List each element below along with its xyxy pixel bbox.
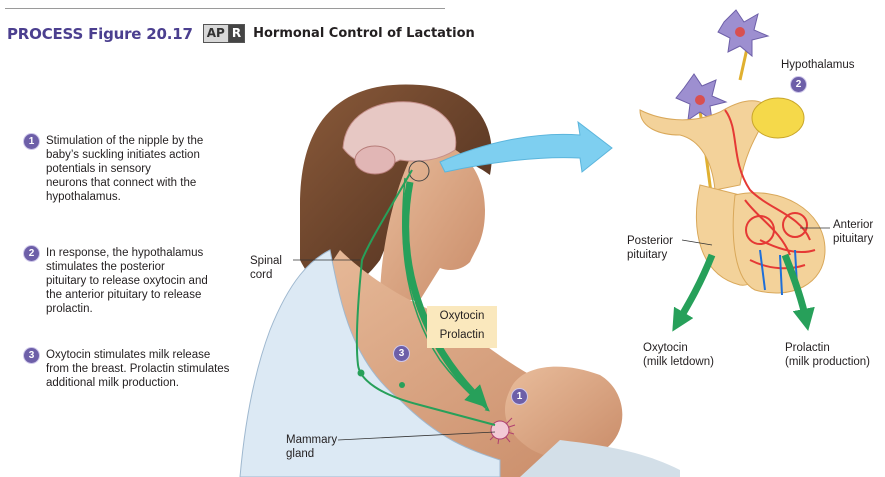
prolactin-effect-label: Prolactin (milk production): [785, 342, 870, 368]
step-2: 2 In response, the hypothalamus stimulat…: [24, 246, 208, 316]
optic-chiasm: [751, 97, 805, 139]
figure-label: PROCESS Figure 20.17: [7, 24, 193, 43]
mammary-leader: [337, 431, 496, 441]
oxytocin-effect-label: Oxytocin (milk letdown): [643, 342, 714, 368]
step-1-number: 1: [24, 134, 39, 149]
baby-head: [505, 366, 623, 459]
step-1: 1 Stimulation of the nipple by the baby’…: [24, 134, 203, 204]
anterior-pituitary-label: Anterior pituitary: [833, 219, 874, 245]
infundibulum: [639, 100, 771, 191]
apr-badge[interactable]: AP R: [202, 24, 246, 43]
figure-header: PROCESS Figure 20.17 AP R Hormonal Contr…: [7, 24, 475, 43]
apr-badge-ap: AP: [206, 26, 225, 40]
posterior-pituitary-label: Posterior pituitary: [627, 235, 674, 261]
oxytocin-label: Oxytocin: [439, 310, 485, 322]
step-2-number: 2: [24, 246, 39, 261]
neuron-cell-body: [357, 369, 365, 377]
oxytocin-effect-arrow: [672, 253, 716, 332]
apr-badge-r: R: [227, 25, 245, 42]
spinal-cord-label: Spinal cord: [250, 255, 282, 281]
prolactin-label: Prolactin: [439, 329, 485, 341]
figure-badge-suckling: 1: [512, 389, 527, 404]
prolactin-effect-arrow: [781, 253, 815, 331]
hormone-arrow: [402, 181, 488, 408]
mammary-gland: [489, 417, 516, 445]
neuron-synapse: [399, 382, 405, 388]
hormone-box: Oxytocin Prolactin: [427, 306, 497, 348]
step-3: 3 Oxytocin stimulates milk release from …: [24, 348, 229, 390]
sensory-neuron-path: [355, 169, 496, 426]
step-1-text: Stimulation of the nipple by the baby’s …: [46, 135, 204, 203]
zoom-arrow: [439, 120, 613, 173]
figure-title: Hormonal Control of Lactation: [253, 26, 475, 41]
figure-badge-hypothalamus: 2: [791, 77, 806, 92]
posterior-pituitary-leader: [681, 239, 713, 246]
hypothalamus-label: Hypothalamus: [781, 59, 855, 71]
top-rule: [5, 8, 445, 9]
step-3-text: Oxytocin stimulates milk release from th…: [46, 349, 230, 389]
figure-badge-release: 3: [394, 346, 409, 361]
anterior-lobe: [732, 192, 826, 294]
mammary-gland-label: Mammary gland: [286, 434, 338, 460]
hypothalamic-neuron-top: [717, 9, 770, 81]
baby-body: [520, 440, 680, 477]
hypothalamus-marker: [408, 160, 430, 182]
step-3-number: 3: [24, 348, 39, 363]
cerebellum: [354, 145, 396, 175]
step-2-text: In response, the hypothalamus stimulates…: [46, 247, 208, 315]
portal-vessels: [724, 109, 816, 296]
